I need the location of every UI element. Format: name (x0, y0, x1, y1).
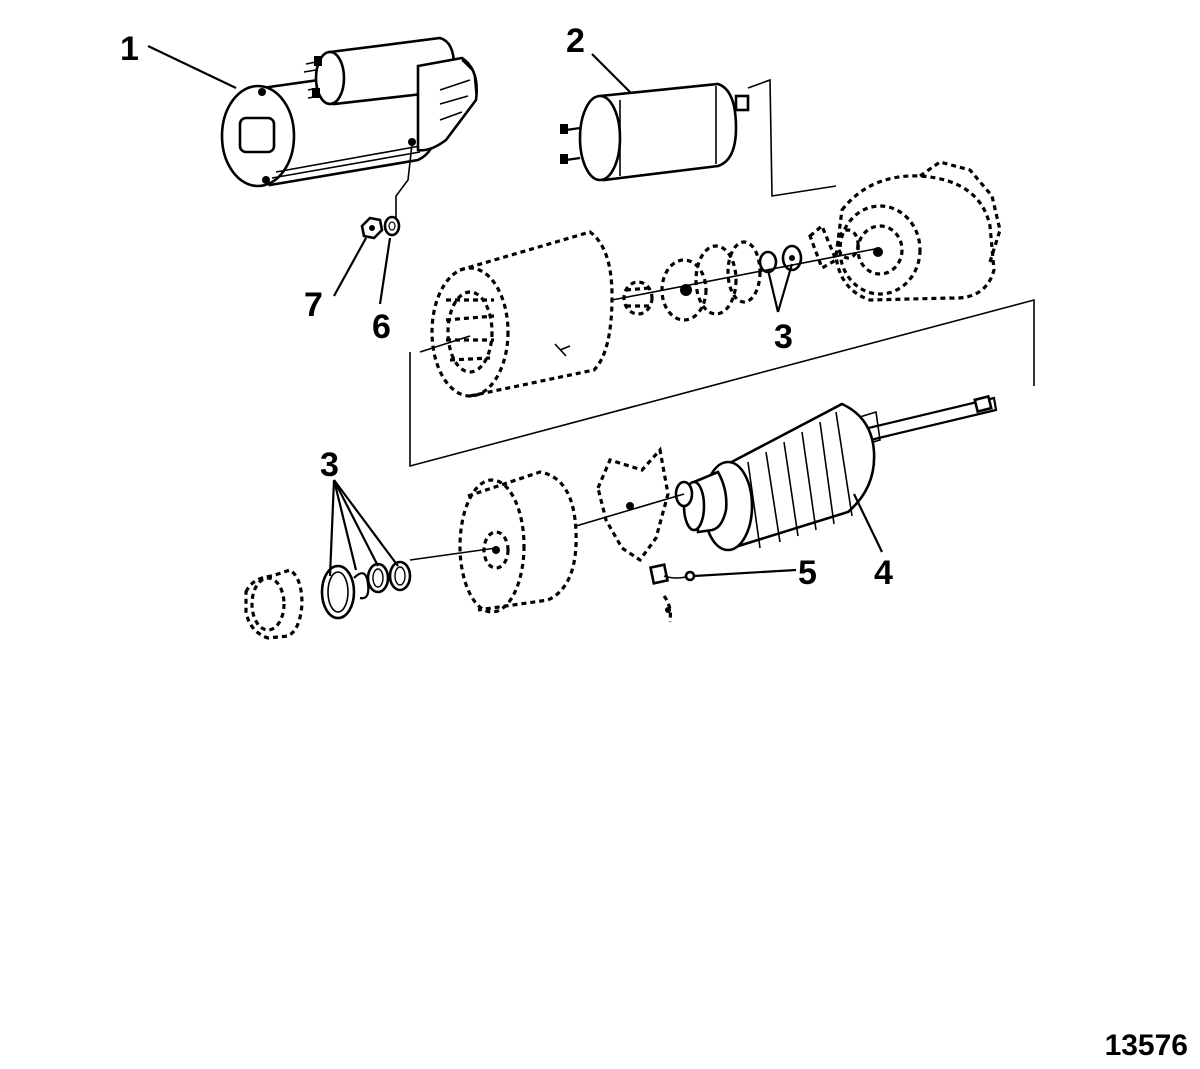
callout-3-upper: 3 (774, 318, 793, 356)
upper-exploded-group (419, 78, 1002, 398)
armature (674, 394, 998, 552)
callout-5: 5 (798, 554, 817, 592)
callout-3-lower: 3 (320, 446, 339, 484)
solenoid (560, 82, 750, 182)
nut-and-washer (360, 143, 413, 240)
figure-number: 13576 (1104, 1029, 1188, 1062)
leader-lines (147, 45, 883, 578)
lower-exploded-group (244, 446, 696, 640)
callout-1: 1 (120, 30, 139, 68)
callout-6: 6 (372, 308, 391, 346)
starter-motor-assembly (220, 36, 478, 188)
callout-2: 2 (566, 22, 585, 60)
callout-7: 7 (304, 286, 323, 324)
assembly-bracket-line (409, 298, 1035, 468)
callout-4: 4 (874, 554, 893, 592)
